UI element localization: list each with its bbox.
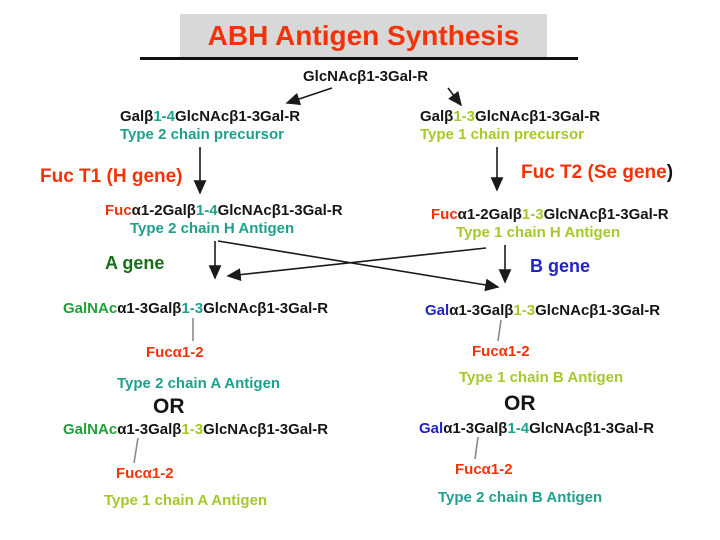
left-h-antigen-label: Type 2 chain H Antigen: [130, 220, 295, 237]
arrow-cross-left-to-right: [217, 240, 500, 292]
right-precursor-label: Type 1 chain precursor: [420, 126, 584, 143]
right-b-type2-fuc: Fucα1-2: [455, 461, 513, 478]
left-a-type1-label: Type 1 chain A Antigen: [104, 492, 268, 509]
title-box: ABH Antigen Synthesis: [180, 14, 547, 57]
title-underline: [140, 57, 578, 60]
right-b-type1-fuc: Fucα1-2: [472, 343, 530, 360]
enzyme-fuct2-label: Fuc T2 (Se gene): [521, 162, 674, 183]
left-a-type2-label: Type 2 chain A Antigen: [117, 375, 281, 392]
left-or-label: OR: [153, 395, 185, 418]
connector-left-bottom-fuc: [133, 437, 139, 464]
arrow-root-to-type1: [447, 87, 462, 107]
connector-right-bottom-fuc: [474, 436, 479, 460]
a-gene-label: A gene: [105, 253, 165, 273]
b-gene-label: B gene: [530, 256, 591, 276]
left-h-antigen-formula: Fucα1-2Galβ1-4GlcNAcβ1-3Gal-R: [105, 202, 343, 219]
left-a-type2-formula: GalNAcα1-3Galβ1-3GlcNAcβ1-3Gal-R: [63, 300, 329, 317]
right-b-type1-label: Type 1 chain B Antigen: [459, 369, 624, 386]
left-precursor-label: Type 2 chain precursor: [120, 126, 284, 143]
right-or-label: OR: [504, 392, 536, 415]
right-h-antigen-label: Type 1 chain H Antigen: [456, 224, 621, 241]
enzyme-fuct1-label: Fuc T1 (H gene): [40, 166, 183, 187]
left-a-type1-formula: GalNAcα1-3Galβ1-3GlcNAcβ1-3Gal-R: [63, 421, 329, 438]
right-h-antigen-formula: Fucα1-2Galβ1-3GlcNAcβ1-3Gal-R: [431, 206, 669, 223]
left-precursor-formula: Galβ1-4GlcNAcβ1-3Gal-R: [120, 108, 301, 125]
page-title: ABH Antigen Synthesis: [207, 19, 520, 51]
root-compound: GlcNAcβ1-3Gal-R: [303, 68, 429, 85]
right-b-type1-formula: Galα1-3Galβ1-3GlcNAcβ1-3Gal-R: [425, 302, 661, 319]
arrow-root-to-type2: [285, 87, 333, 106]
connector-right-top-fuc: [497, 319, 502, 342]
left-a-type1-fuc: Fucα1-2: [116, 465, 174, 482]
right-precursor-formula: Galβ1-3GlcNAcβ1-3Gal-R: [420, 108, 601, 125]
right-b-type2-formula: Galα1-3Galβ1-4GlcNAcβ1-3Gal-R: [419, 420, 655, 437]
left-a-type2-fuc: Fucα1-2: [146, 344, 204, 361]
right-b-type2-label: Type 2 chain B Antigen: [438, 489, 603, 506]
arrow-cross-right-to-left: [226, 247, 487, 281]
